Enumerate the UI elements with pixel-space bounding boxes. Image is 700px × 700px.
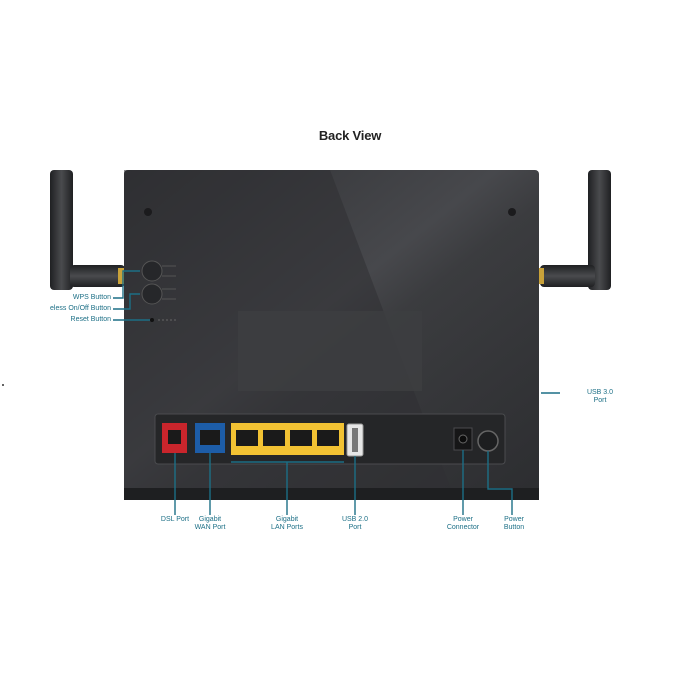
callout-lines bbox=[113, 270, 560, 515]
power-connector-graphic bbox=[453, 427, 473, 451]
wps-button-label: WPS Button bbox=[72, 294, 111, 301]
usb3-port-label: USB 3.0 Port bbox=[575, 389, 625, 405]
wps-button-graphic bbox=[141, 260, 176, 282]
dsl-port-label-line1: DSL Port bbox=[160, 516, 190, 523]
lan-ports-graphic bbox=[231, 423, 344, 455]
power-connector-label: Power Connector bbox=[438, 516, 488, 532]
usb2-port-label-line2: Port bbox=[348, 524, 362, 531]
usb3-port-label-line2: Port bbox=[593, 397, 607, 404]
right-antenna bbox=[536, 170, 611, 290]
power-button-label-line1: Power bbox=[504, 516, 524, 523]
power-button-graphic bbox=[477, 430, 499, 452]
reset-button-label: Reset Button bbox=[70, 316, 111, 323]
power-button-label: Power Button bbox=[489, 516, 539, 532]
wan-port-label: Gigabit WAN Port bbox=[185, 516, 235, 532]
wan-port-label-line2: WAN Port bbox=[194, 524, 226, 531]
power-connector-label-line2: Connector bbox=[446, 524, 480, 531]
wireless-button-label: eless On/Off Button bbox=[50, 305, 111, 312]
stray-mark bbox=[2, 384, 4, 386]
power-button-label-line2: Button bbox=[503, 524, 525, 531]
dsl-port-label: DSL Port bbox=[150, 516, 200, 524]
usb2-port-label-line1: USB 2.0 bbox=[341, 516, 369, 523]
lan-ports-label-line2: LAN Ports bbox=[271, 524, 303, 531]
dsl-port-graphic bbox=[162, 423, 187, 453]
usb3-port-label-line1: USB 3.0 bbox=[586, 389, 614, 396]
reset-hole-graphic bbox=[150, 318, 176, 322]
power-connector-label-line1: Power bbox=[453, 516, 473, 523]
wireless-button-graphic bbox=[141, 283, 176, 305]
usb2-port-label: USB 2.0 Port bbox=[330, 516, 380, 532]
wan-port-graphic bbox=[195, 423, 225, 453]
lan-ports-label-line1: Gigabit bbox=[275, 516, 299, 523]
left-antenna bbox=[50, 170, 126, 290]
usb2-port-graphic bbox=[346, 423, 364, 457]
wan-port-label-line1: Gigabit bbox=[198, 516, 222, 523]
diagram-title: Back View bbox=[318, 128, 382, 143]
lan-ports-label: Gigabit LAN Ports bbox=[262, 516, 312, 532]
